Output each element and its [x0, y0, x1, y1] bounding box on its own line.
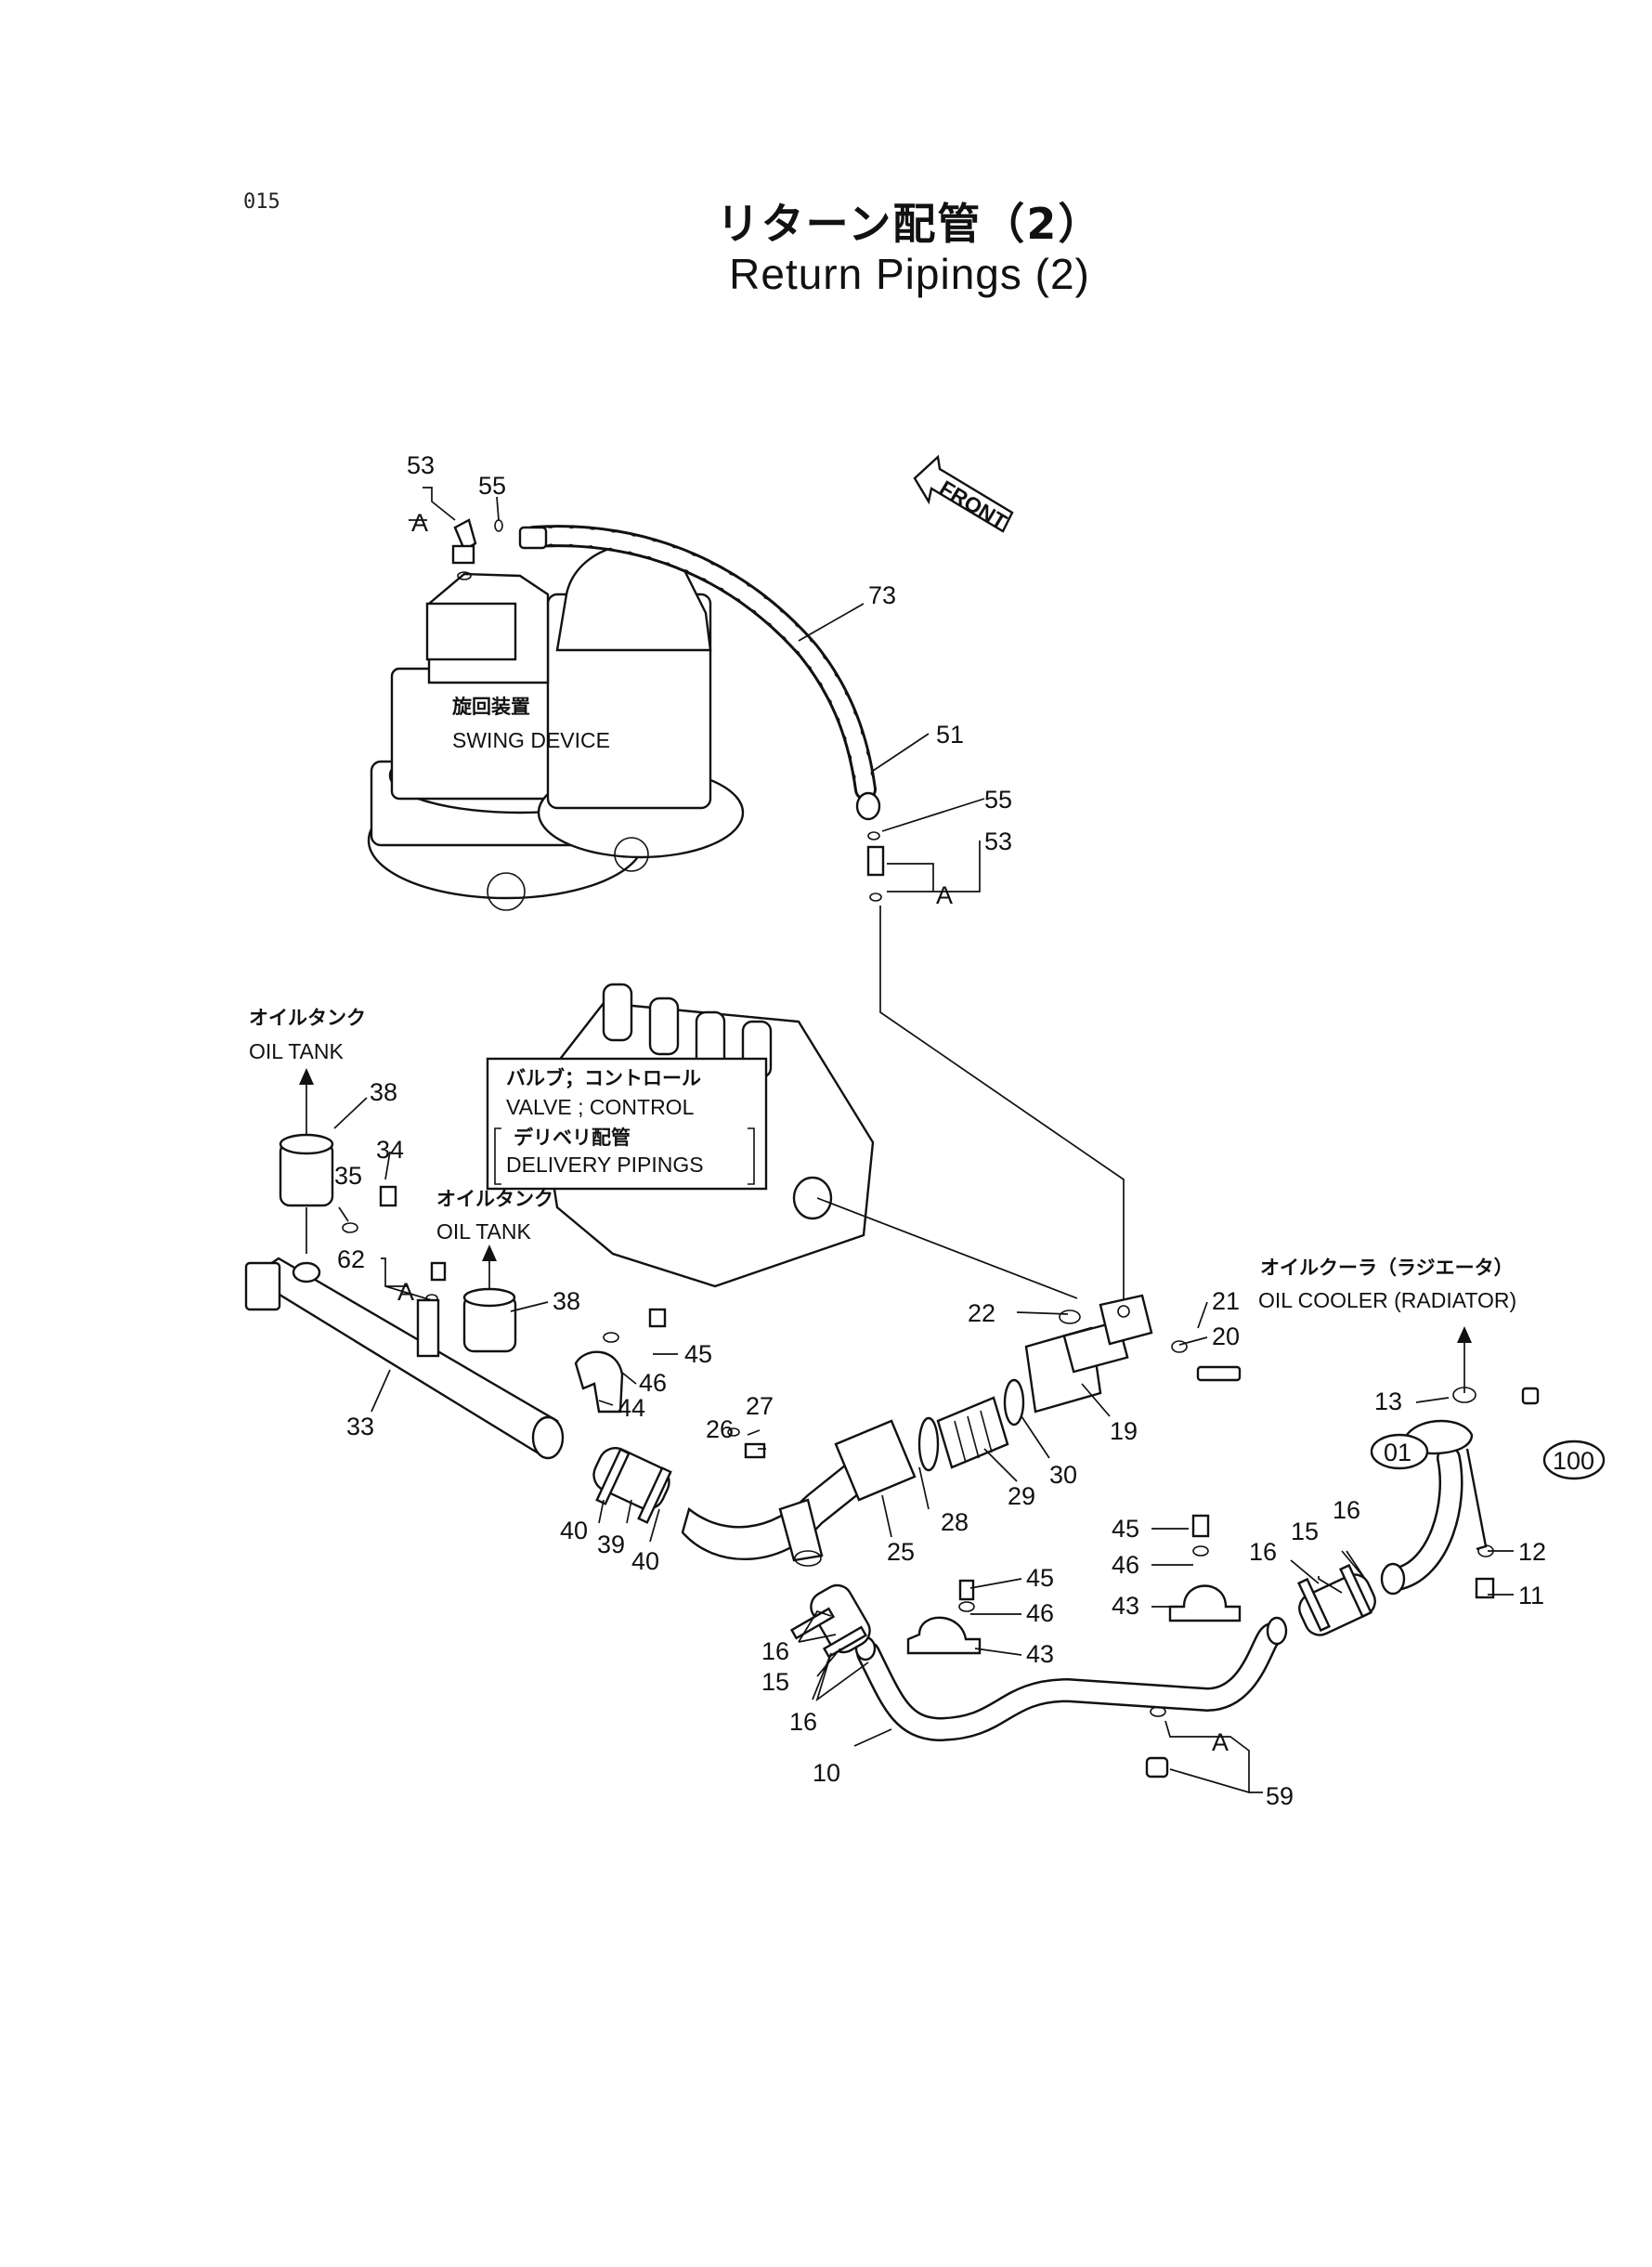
callout-53-bottom: 53	[984, 827, 1012, 855]
callout-34: 34	[376, 1136, 404, 1164]
oil-cooler-reference: オイルクーラ（ラジエータ） OIL COOLER (RADIATOR)	[1258, 1257, 1516, 1393]
callout-46-right: 46	[1112, 1551, 1139, 1579]
callout-20: 20	[1212, 1322, 1240, 1350]
callout-25: 25	[887, 1538, 915, 1566]
swing-device-label-en: SWING DEVICE	[452, 728, 610, 752]
elbow-fitting-bottom	[866, 831, 1125, 1300]
hose-with-clamps-15-right	[1297, 1563, 1376, 1636]
callout-26: 26	[706, 1415, 734, 1443]
callout-62: 62	[337, 1245, 365, 1273]
oil-tank-label-ja-1: オイルタンク	[249, 1007, 366, 1029]
oil-tank-label-en-2: OIL TANK	[436, 1219, 531, 1244]
return-pipe-33	[244, 1257, 565, 1460]
callout-38-top: 38	[370, 1078, 397, 1106]
ref-letter-a-4: A	[1212, 1728, 1229, 1756]
hose-with-clamps-15-left	[789, 1583, 871, 1659]
delivery-pipings-label-ja: デリベリ配管	[514, 1127, 631, 1149]
front-direction-arrow: FRONT	[913, 454, 1014, 534]
callout-45-right: 45	[1112, 1515, 1139, 1543]
callout-59: 59	[1266, 1782, 1294, 1810]
callout-43-middle: 43	[1026, 1640, 1054, 1668]
elbow-pipe-25	[681, 1419, 917, 1567]
hose-with-clamps-39	[592, 1447, 672, 1524]
pipe-bracket-43	[906, 1584, 1242, 1655]
control-valve: バルブ；コントロール VALVE ; CONTROL デリベリ配管 DELIVE…	[486, 983, 1078, 1299]
return-filter-1	[279, 1133, 334, 1254]
callout-22: 22	[968, 1299, 995, 1327]
callout-27: 27	[746, 1392, 774, 1420]
oil-cooler-pipe	[1380, 1419, 1488, 1596]
callout-30: 30	[1049, 1461, 1077, 1489]
callout-51: 51	[936, 721, 964, 749]
flange-and-block-19	[1024, 1294, 1153, 1414]
callout-55-top: 55	[478, 472, 506, 500]
oil-tank-reference-1: オイルタンク OIL TANK	[249, 1007, 366, 1142]
reference-100-label: 100	[1553, 1447, 1594, 1475]
oil-tank-reference-2: オイルタンク OIL TANK	[436, 1188, 553, 1296]
page-title-english: Return Pipings (2)	[729, 250, 1090, 298]
callout-16-left-2: 16	[789, 1708, 817, 1736]
return-pipe-10	[854, 1616, 1288, 1742]
callout-40-left: 40	[560, 1517, 588, 1544]
callout-21: 21	[1212, 1287, 1240, 1315]
callout-46-middle: 46	[1026, 1599, 1054, 1627]
ref-letter-a-3: A	[397, 1278, 414, 1306]
elbow-fitting-top	[451, 518, 503, 580]
callout-12: 12	[1518, 1538, 1546, 1566]
callout-10: 10	[813, 1759, 840, 1787]
callout-16-right-2: 16	[1333, 1496, 1360, 1524]
callout-15-left: 15	[761, 1668, 789, 1696]
callout-43-right: 43	[1112, 1592, 1139, 1620]
callout-45-middle: 45	[1026, 1564, 1054, 1592]
callout-19: 19	[1110, 1417, 1138, 1445]
callout-29: 29	[1008, 1482, 1035, 1510]
swing-device-label-ja: 旋回装置	[451, 696, 530, 718]
callout-16-right-1: 16	[1249, 1538, 1277, 1566]
reference-100: 100	[1521, 1387, 1606, 1480]
callout-55-bottom: 55	[984, 786, 1012, 814]
callout-15-right: 15	[1291, 1518, 1319, 1545]
callout-38-bottom: 38	[553, 1287, 580, 1315]
return-hose	[518, 525, 881, 821]
callout-53-top: 53	[407, 451, 435, 479]
callout-45-left: 45	[684, 1340, 712, 1368]
page-title-japanese: リターン配管（2）	[716, 199, 1103, 249]
callout-44: 44	[618, 1394, 645, 1422]
callout-28: 28	[941, 1508, 969, 1536]
small-fasteners	[342, 1185, 1495, 1778]
reference-01-label: 01	[1384, 1439, 1411, 1466]
callout-39: 39	[597, 1531, 625, 1558]
ref-letter-a-1: A	[411, 509, 428, 537]
oil-tank-label-en-1: OIL TANK	[249, 1039, 344, 1063]
return-filter-2	[462, 1287, 517, 1353]
leader-lines	[333, 487, 1514, 1794]
check-valve-assembly	[917, 1378, 1025, 1472]
callout-13: 13	[1374, 1388, 1402, 1415]
callout-73: 73	[868, 581, 896, 609]
control-valve-label-ja: バルブ；コントロール	[506, 1067, 701, 1089]
callout-46-left: 46	[639, 1369, 667, 1397]
callout-35: 35	[334, 1162, 362, 1190]
ref-letter-a-2: A	[936, 881, 953, 909]
callout-numbers: 53 55 73 51 55 53 38 34 35 38 62 33 45 4…	[334, 451, 1546, 1810]
page-number: 015	[243, 190, 280, 214]
delivery-pipings-label-en: DELIVERY PIPINGS	[506, 1153, 704, 1177]
reference-01: 01	[1370, 1433, 1429, 1470]
callout-11: 11	[1518, 1582, 1544, 1609]
callout-40-right: 40	[631, 1547, 659, 1575]
oil-tank-label-ja-2: オイルタンク	[436, 1188, 553, 1210]
control-valve-label-en: VALVE ; CONTROL	[506, 1095, 695, 1119]
oil-cooler-label-ja: オイルクーラ（ラジエータ）	[1260, 1257, 1514, 1279]
oil-cooler-label-en: OIL COOLER (RADIATOR)	[1258, 1288, 1516, 1312]
swing-device: 旋回装置 SWING DEVICE	[367, 542, 745, 911]
callout-16-left-1: 16	[761, 1637, 789, 1665]
callout-33: 33	[346, 1413, 374, 1440]
